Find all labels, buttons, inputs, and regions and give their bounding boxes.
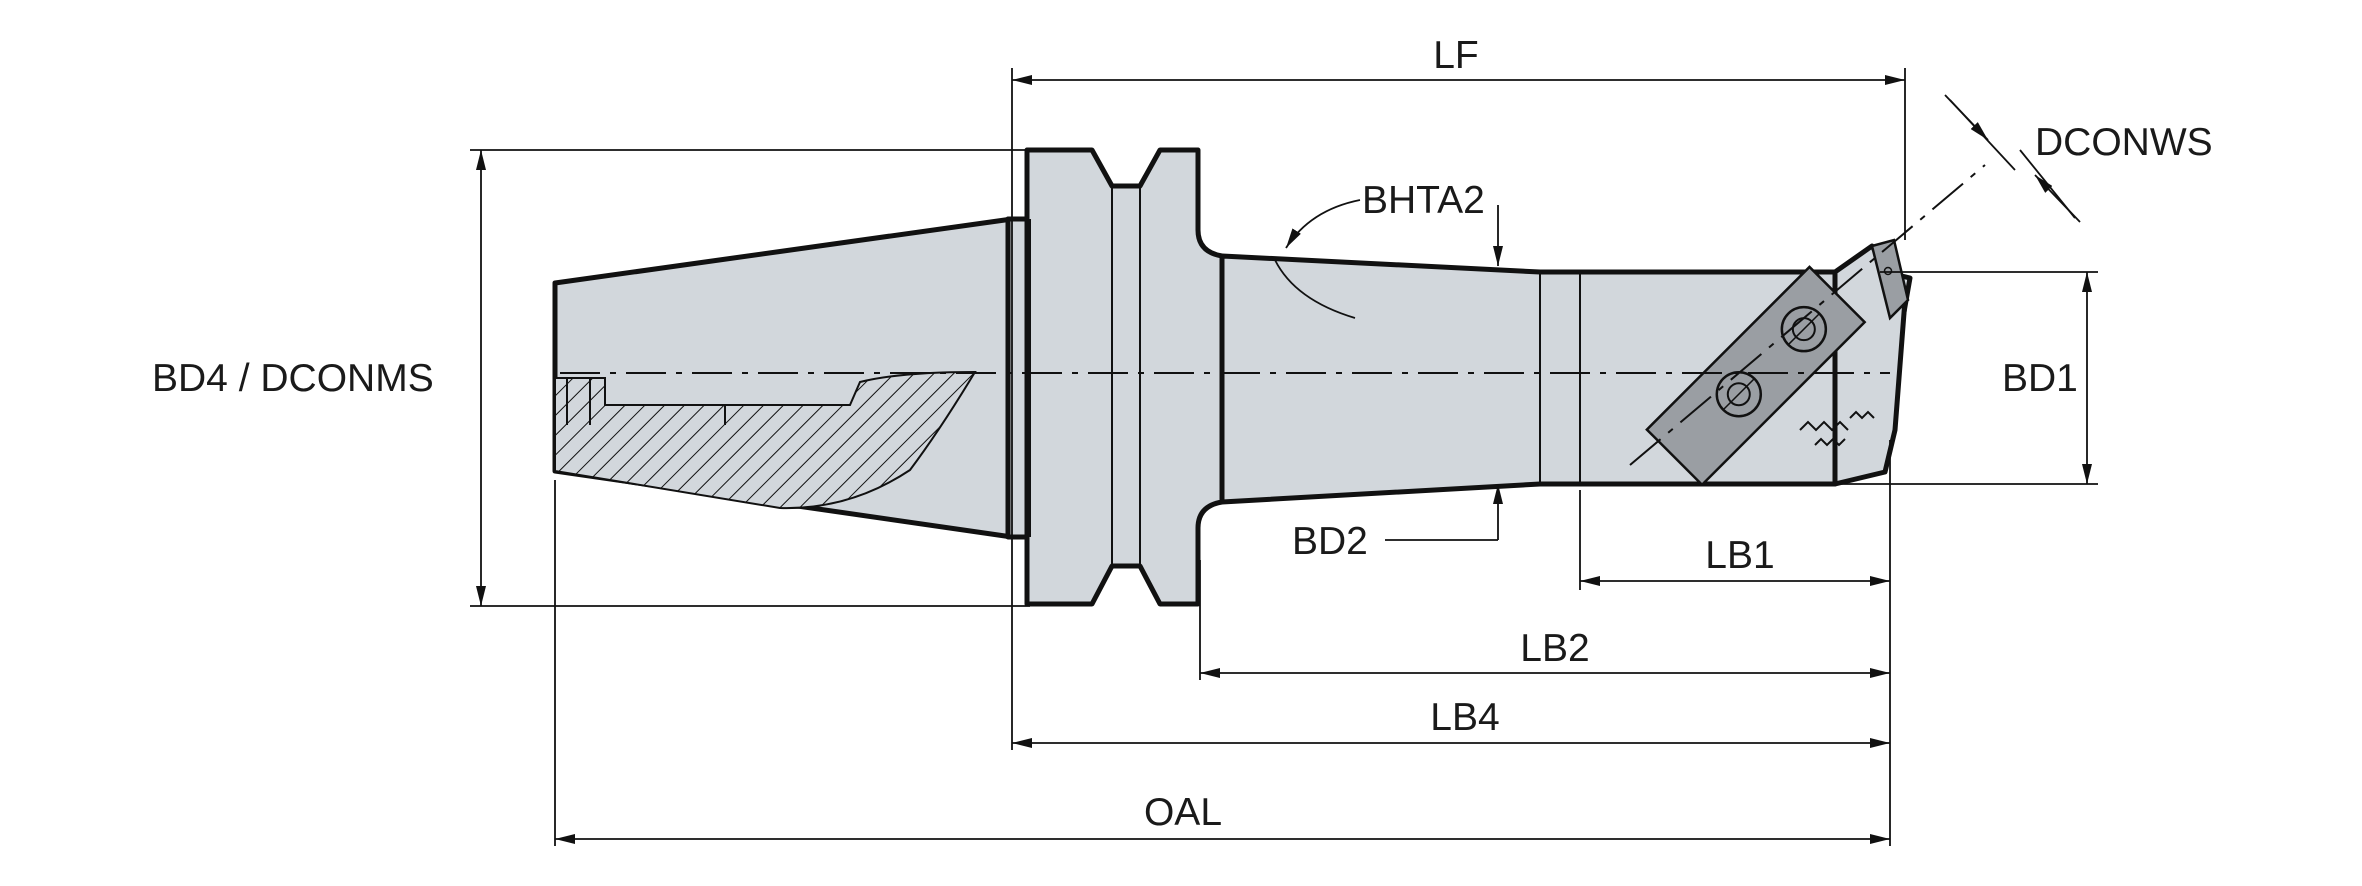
label-lb2: LB2: [1520, 627, 1589, 670]
insert-cartridge: [1645, 265, 1867, 487]
insert-tip: [1870, 238, 1910, 321]
label-bhta2: BHTA2: [1362, 179, 1485, 222]
screw-icon-2: [1780, 305, 1828, 353]
tip-point-icon: [1883, 266, 1893, 276]
label-lb4: LB4: [1430, 696, 1499, 739]
bore-outline: [566, 378, 726, 425]
dim-bhta2: [1274, 259, 1356, 319]
label-bd2: BD2: [1292, 520, 1368, 563]
label-oal: OAL: [1144, 791, 1222, 834]
extension-lines: [470, 68, 2098, 846]
spring-icon: [1799, 410, 1875, 447]
dim-bhta2-arrow: [1285, 199, 1361, 249]
dim-dconws-1: [1944, 94, 1989, 141]
dim-dconws-2: [2034, 174, 2081, 223]
label-bd1: BD1: [2002, 357, 2078, 400]
label-lb1: LB1: [1705, 534, 1774, 577]
section-hatch: [554, 370, 977, 510]
label-bd4-dconms: BD4 / DCONMS: [152, 357, 434, 400]
screw-icon-1: [1715, 370, 1763, 418]
label-lf: LF: [1433, 34, 1479, 77]
flange: [1024, 147, 1225, 607]
label-dconws: DCONWS: [2035, 121, 2213, 164]
cutter-axis: [1629, 164, 1986, 466]
